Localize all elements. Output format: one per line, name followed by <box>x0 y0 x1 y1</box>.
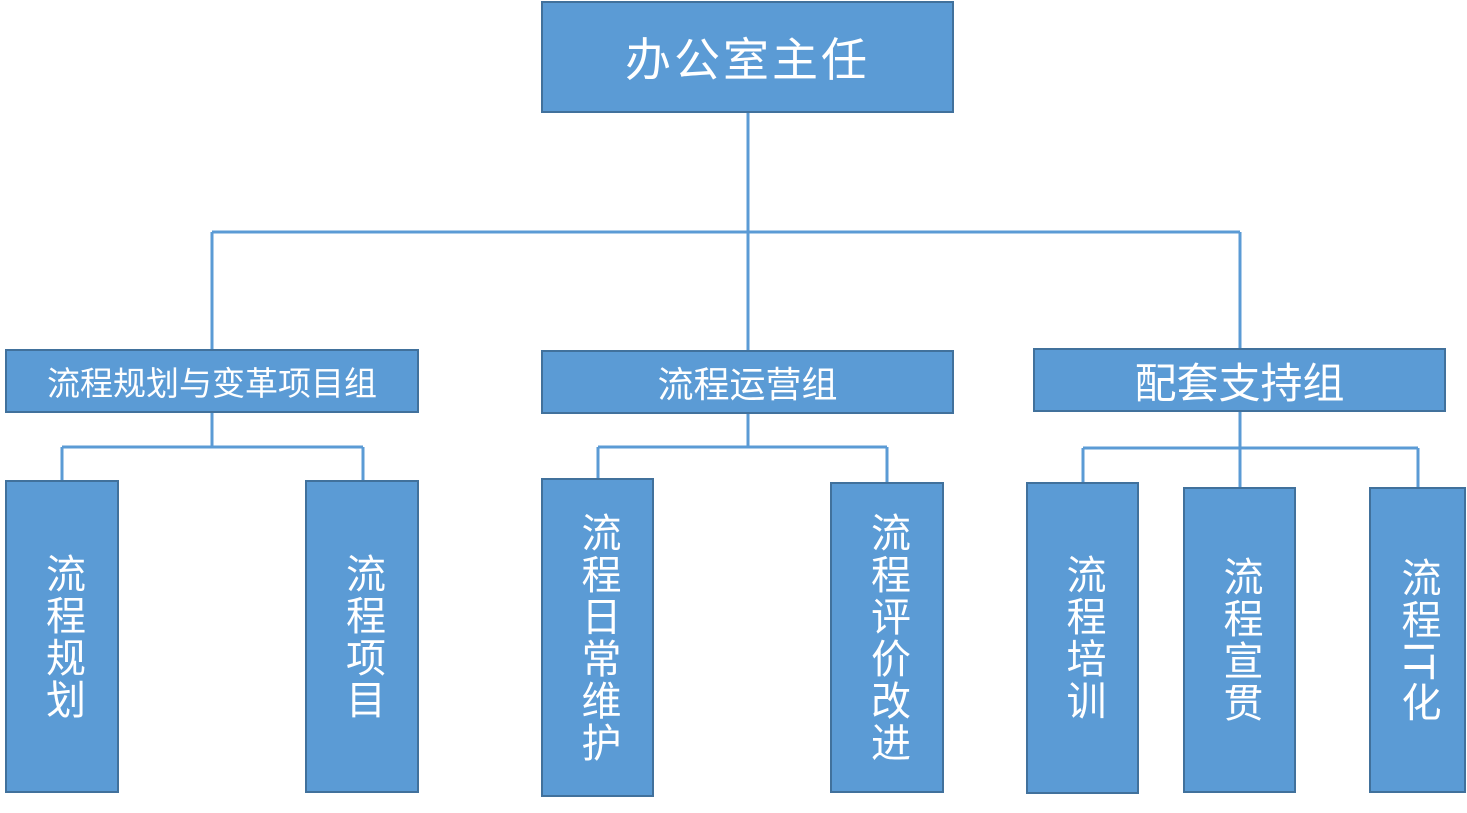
leaf-node-label: 流程日常维护 <box>574 511 621 764</box>
leaf-node-evaluation-improvement: 流程评价改进 <box>830 482 944 793</box>
leaf-node-label: 流程项目 <box>339 552 385 721</box>
group-node-operations: 流程运营组 <box>541 350 954 414</box>
group-node-planning-transformation: 流程规划与变革项目组 <box>5 349 419 413</box>
leaf-node-process-projects: 流程项目 <box>305 480 419 793</box>
group-node-label: 流程规划与变革项目组 <box>47 364 377 403</box>
leaf-node-process-it: 流程IT化 <box>1369 487 1466 793</box>
leaf-node-process-promotion: 流程宣贯 <box>1183 487 1296 793</box>
leaf-node-process-planning: 流程规划 <box>5 480 119 793</box>
group-node-label: 流程运营组 <box>657 365 838 406</box>
leaf-node-label: 流程宣贯 <box>1216 556 1263 724</box>
leaf-node-label: 流程培训 <box>1059 554 1106 722</box>
leaf-node-daily-maintenance: 流程日常维护 <box>541 478 654 797</box>
leaf-node-process-training: 流程培训 <box>1026 482 1139 794</box>
group-node-label: 配套支持组 <box>1134 358 1345 408</box>
root-node-label: 办公室主任 <box>625 33 870 87</box>
leaf-node-label: 流程规划 <box>39 552 85 721</box>
leaf-node-label: 流程评价改进 <box>864 511 910 764</box>
root-node-office-director: 办公室主任 <box>541 1 954 113</box>
leaf-node-label: 流程IT化 <box>1394 556 1441 724</box>
group-node-support: 配套支持组 <box>1033 348 1446 412</box>
